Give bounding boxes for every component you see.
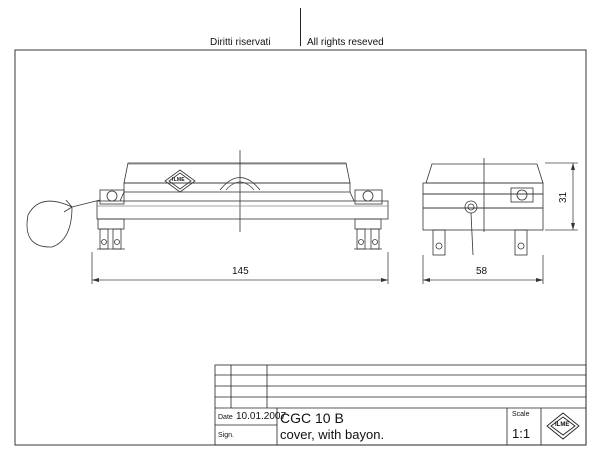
ilme-logo xyxy=(546,412,580,440)
ilme-logo-text: ILME xyxy=(555,422,570,428)
header-divider xyxy=(300,8,301,46)
side-view xyxy=(422,158,578,284)
front-logo xyxy=(164,169,196,193)
product-code: CGC 10 B xyxy=(280,410,344,426)
front-view xyxy=(26,150,389,284)
scale-value: 1:1 xyxy=(512,426,531,441)
dimension-length: 145 xyxy=(232,266,249,277)
sign-label: Sign. xyxy=(218,432,234,439)
dimension-height: 31 xyxy=(558,191,569,203)
scale-label: Scale xyxy=(512,411,530,418)
rights-reserved-italian: Diritti riservati xyxy=(210,37,271,48)
front-logo-text: ILME xyxy=(172,177,185,183)
dimension-width: 58 xyxy=(476,266,488,277)
rights-reserved-english: All rights reseved xyxy=(307,37,384,48)
date-value: 10.01.2007 xyxy=(236,411,287,422)
title-block xyxy=(214,364,587,446)
product-description: cover, with bayon. xyxy=(280,427,385,442)
date-label: Date xyxy=(218,414,233,421)
